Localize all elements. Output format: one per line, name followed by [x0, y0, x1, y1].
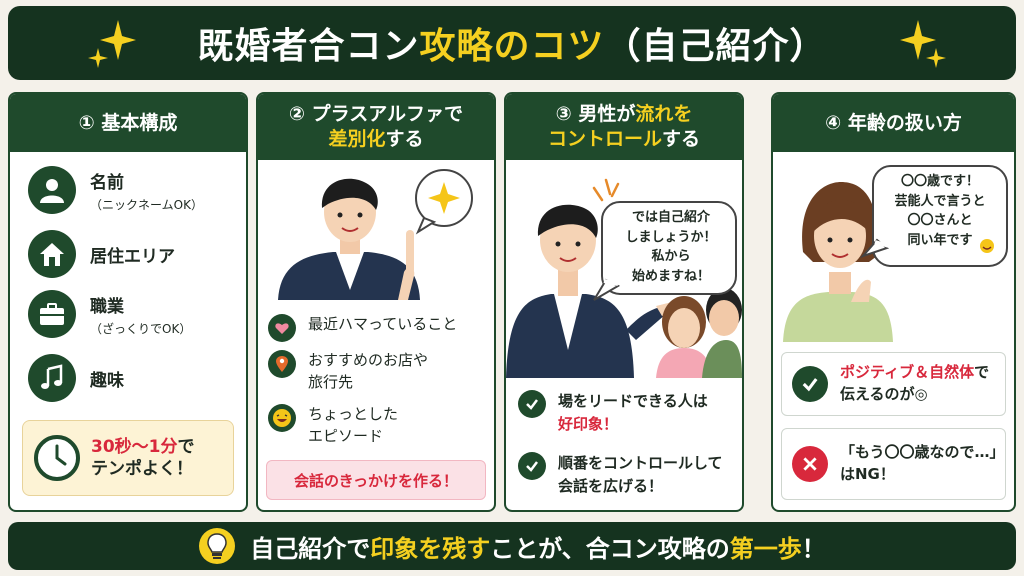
item-label: 趣味: [90, 370, 124, 391]
check-icon: [518, 390, 546, 418]
item-label: 居住エリア: [90, 246, 175, 267]
list-item: おすすめのお店や 旅行先: [268, 350, 428, 394]
list-item: 順番をコントロールして 会話を広げる！: [518, 452, 723, 497]
card-header: ③ 男性が流れを コントロールする: [506, 94, 742, 160]
item-sub: （ニックネームOK）: [90, 197, 203, 212]
list-item: 最近ハマっていること: [268, 314, 457, 342]
speech-bubble: 〇〇歳です！ 芸能人で言うと 〇〇さんと 同い年です: [894, 174, 986, 248]
laughing-face-icon: [268, 404, 296, 432]
clock-icon: [34, 435, 80, 481]
man-leading-illustration: [506, 178, 742, 378]
card-control-flow: ③ 男性が流れを コントロールする では自己紹介 しましょうか！ 私から 始めま…: [504, 92, 744, 512]
good-example-box: ポジティブ＆自然体で 伝えるのが◎: [781, 352, 1006, 416]
card-header: ② プラスアルファで 差別化する: [258, 94, 494, 160]
bad-example-box: 「もう〇〇歳なので…」 はNG！: [781, 428, 1006, 500]
item-sub: （ざっくりでOK）: [90, 321, 192, 336]
cross-icon: [792, 446, 828, 482]
house-icon: [28, 230, 76, 278]
tip-text: 30秒〜1分で テンポよく！: [91, 436, 195, 479]
briefcase-icon: [28, 290, 76, 338]
card-plus-alpha: ② プラスアルファで 差別化する 最近ハマっていること おすすめのお店や 旅行先: [256, 92, 496, 512]
check-icon: [792, 366, 828, 402]
list-item: 場をリードできる人は 好印象！: [518, 390, 708, 435]
card-header: ① 基本構成: [10, 94, 246, 152]
conversation-starter-note: 会話のきっかけを作る！: [266, 460, 486, 500]
page-title: 既婚者合コン攻略のコツ（自己紹介）: [197, 26, 827, 67]
location-pin-icon: [268, 350, 296, 378]
card-header: ④ 年齢の扱い方: [773, 94, 1014, 152]
item-label: 名前: [90, 172, 124, 193]
check-icon: [518, 452, 546, 480]
list-item: ちょっとした エピソード: [268, 404, 398, 448]
list-item: 職業 （ざっくりでOK）: [28, 290, 191, 338]
music-note-icon: [28, 354, 76, 402]
sparkle-icon: [900, 20, 946, 68]
list-item: 居住エリア: [28, 230, 175, 278]
lightbulb-icon: [199, 528, 236, 564]
footer-banner: 自己紹介で印象を残すことが、合コン攻略の第一歩！: [8, 522, 1016, 570]
sparkle-icon: [88, 20, 136, 68]
title-banner: 既婚者合コン攻略のコツ（自己紹介）: [8, 6, 1016, 80]
list-item: 趣味: [28, 354, 124, 402]
speech-bubble: では自己紹介 しましょうか！ 私から 始めますね！: [625, 210, 717, 284]
footer-message: 自己紹介で印象を残すことが、合コン攻略の第一歩！: [250, 534, 826, 563]
card-age-handling: ④ 年齢の扱い方 〇〇歳です！ 芸能人で言うと 〇〇さんと 同い年です ポジティ…: [771, 92, 1016, 512]
item-label: 職業: [90, 296, 124, 317]
card-basic-structure: ① 基本構成 名前 （ニックネームOK） 居住エリア 職業 （ざっくりでOK）: [8, 92, 248, 512]
man-pointing-illustration: [278, 169, 473, 300]
tip-box: 30秒〜1分で テンポよく！: [22, 420, 234, 496]
person-icon: [28, 166, 76, 214]
list-item: 名前 （ニックネームOK）: [28, 166, 203, 214]
heart-icon: [268, 314, 296, 342]
woman-speaking-illustration: [783, 165, 1008, 342]
